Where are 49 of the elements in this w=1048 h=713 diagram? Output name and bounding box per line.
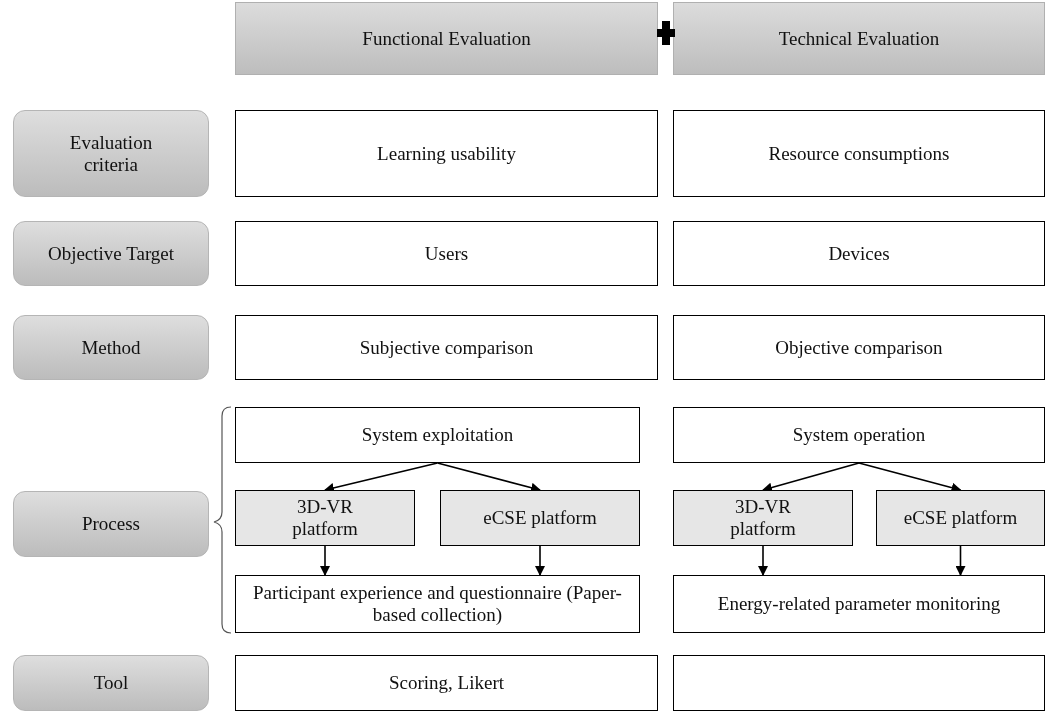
content-box xyxy=(235,575,640,633)
arrow xyxy=(955,545,966,576)
node-text: 3D-VR platform xyxy=(729,496,797,540)
row-label-box xyxy=(13,655,209,711)
row-label-box xyxy=(13,110,209,197)
node-text: Evaluation criteria xyxy=(68,131,154,176)
node-text: Functional Evaluation xyxy=(362,27,531,50)
arrow xyxy=(758,545,768,576)
box xyxy=(673,655,1045,711)
node-text: Subjective comparison xyxy=(359,336,534,359)
node-text: Process xyxy=(81,513,141,535)
header-box xyxy=(235,2,658,75)
content-box xyxy=(235,110,658,197)
node-text: Devices xyxy=(828,242,890,265)
content-box xyxy=(673,407,1045,463)
content-box xyxy=(673,221,1045,286)
content-box xyxy=(673,575,1045,633)
platform-box xyxy=(235,490,415,546)
platform-box xyxy=(876,490,1045,546)
row-label-box xyxy=(13,315,209,380)
platform-box xyxy=(673,490,853,546)
node-text: Objective Target xyxy=(47,242,175,265)
node-text: Resource consumptions xyxy=(768,142,950,165)
content-box xyxy=(235,407,640,463)
platform-box xyxy=(440,490,640,546)
node-text: Technical Evaluation xyxy=(778,27,940,50)
content-box xyxy=(673,110,1045,197)
header-box xyxy=(673,2,1045,75)
row-label-box xyxy=(13,221,209,286)
node-text: Energy-related parameter monitoring xyxy=(717,593,1001,615)
node-text: Learning usability xyxy=(377,142,516,165)
node-text: Participant experience and questionnaire (Paper-based collection) xyxy=(252,582,623,626)
arrow xyxy=(320,545,330,576)
content-box xyxy=(235,315,658,380)
node-text: System operation xyxy=(792,424,926,446)
arrow xyxy=(535,545,545,576)
content-box xyxy=(235,655,658,711)
node-text: System exploitation xyxy=(361,424,514,446)
content-box xyxy=(235,221,658,286)
content-box xyxy=(673,315,1045,380)
node-text: Users xyxy=(424,242,469,265)
node-text: Method xyxy=(81,336,141,359)
node-text: eCSE platform xyxy=(483,507,597,529)
node-text: Tool xyxy=(93,672,129,694)
row-label-box xyxy=(13,491,209,557)
node-text: eCSE platform xyxy=(903,507,1018,529)
node-text: Scoring, Likert xyxy=(389,672,504,694)
node-text: 3D-VR platform xyxy=(291,496,359,540)
node-text: Objective comparison xyxy=(775,336,943,359)
